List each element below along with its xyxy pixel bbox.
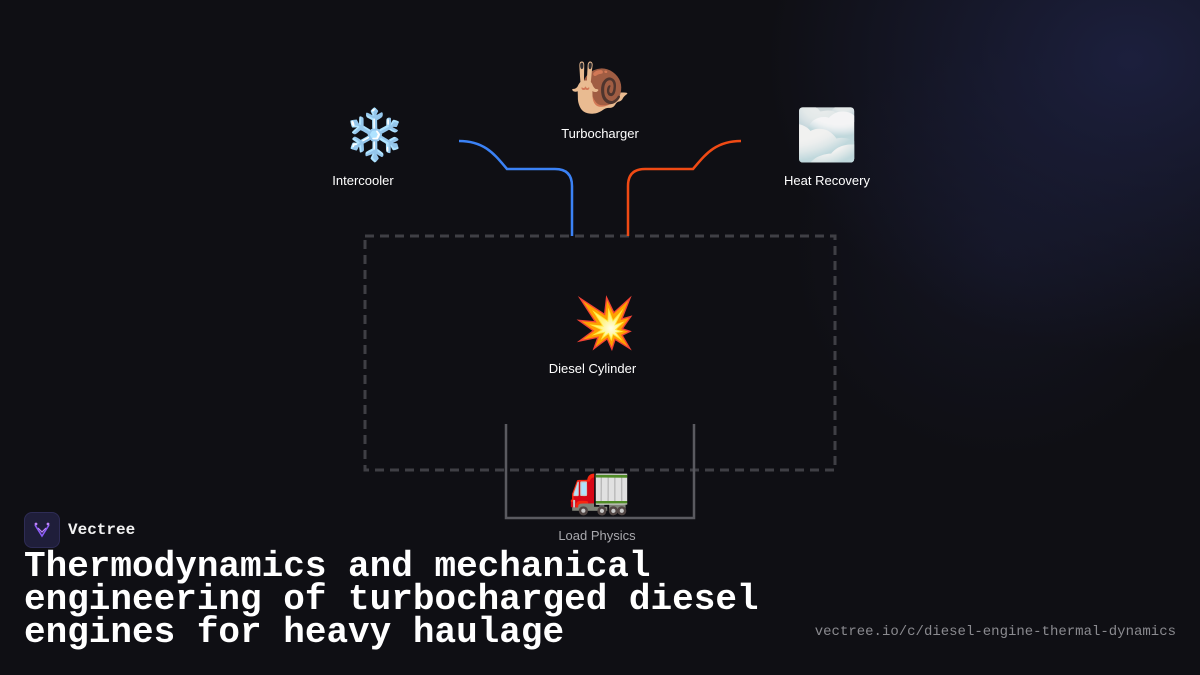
heat-recovery-node[interactable]: 🌫️ Heat Recovery (762, 107, 892, 188)
diesel-cylinder-node[interactable]: 💥 Diesel Cylinder (530, 295, 670, 376)
explosion-icon: 💥 (573, 294, 637, 352)
turbocharger-label: Turbocharger (561, 126, 639, 141)
truck-icon: 🚛 (568, 459, 632, 517)
page-title: Thermodynamics and mechanical engineerin… (24, 546, 759, 653)
page-url[interactable]: vectree.io/c/diesel-engine-thermal-dynam… (814, 624, 1176, 640)
heat-recovery-link (626, 139, 742, 236)
heat-recovery-label: Heat Recovery (784, 173, 870, 188)
brand-name: Vectree (68, 521, 136, 539)
fog-icon: 🌫️ (795, 106, 859, 164)
brand[interactable]: Vectree (24, 512, 135, 548)
load-physics-label: Load Physics (558, 528, 636, 543)
load-physics-bracket (504, 424, 696, 520)
engine-block-border (363, 234, 837, 472)
intercooler-label: Intercooler (332, 173, 394, 188)
snail-icon: 🐌 (568, 59, 632, 117)
load-physics-node[interactable]: 🚛 Load Physics (540, 460, 660, 543)
vectree-logo-icon (24, 512, 60, 548)
snowflake-icon: ❄️ (343, 106, 407, 164)
diesel-cylinder-label: Diesel Cylinder (548, 361, 637, 376)
intercooler-link (458, 139, 574, 236)
intercooler-node[interactable]: ❄️ Intercooler (310, 107, 440, 188)
turbocharger-node[interactable]: 🐌 Turbocharger (545, 60, 655, 141)
